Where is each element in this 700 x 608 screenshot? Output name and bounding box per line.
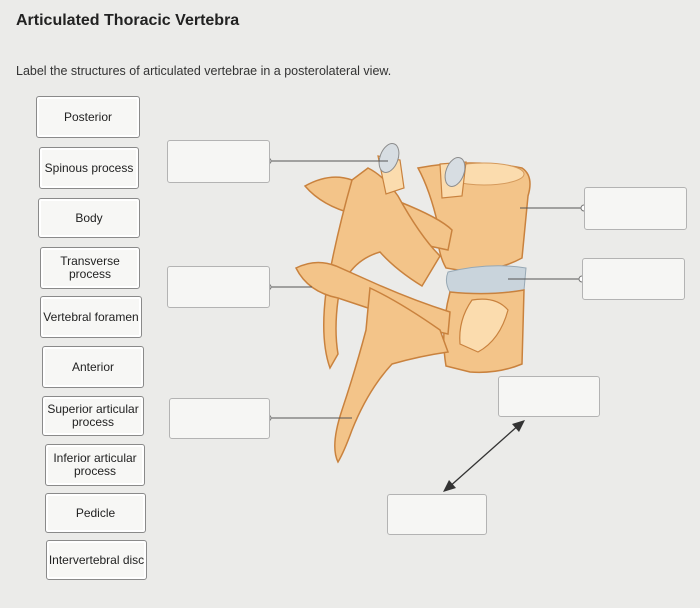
upper-left-facet-surface <box>378 143 400 173</box>
label-chip-posterior[interactable]: Posterior <box>36 96 140 138</box>
instructions-text: Label the structures of articulated vert… <box>16 64 392 78</box>
lower-inferior-articular-process <box>459 298 509 353</box>
label-chip-transverse-process[interactable]: Transverse process <box>40 247 140 289</box>
direction-arrowhead-bottom <box>443 480 456 492</box>
drop-target-left-top[interactable] <box>167 140 270 183</box>
direction-arrow-line <box>447 423 521 489</box>
lower-spinous-process <box>334 286 450 464</box>
drop-target-direction-top[interactable] <box>498 376 600 417</box>
label-chip-superior-articular-process[interactable]: Superior articular process <box>42 396 144 436</box>
label-chip-intervertebral-disc[interactable]: Intervertebral disc <box>46 540 147 580</box>
drop-target-left-bottom[interactable] <box>169 398 270 439</box>
direction-arrowhead-top <box>512 420 525 432</box>
label-chip-vertebral-foramen[interactable]: Vertebral foramen <box>40 296 142 338</box>
drop-target-direction-bottom[interactable] <box>387 494 487 535</box>
drop-target-right-middle[interactable] <box>582 258 685 300</box>
label-chip-body[interactable]: Body <box>38 198 140 238</box>
intervertebral-disc-shape <box>445 265 527 295</box>
drop-target-right-top[interactable] <box>584 187 687 230</box>
upper-right-facet-surface <box>444 157 466 187</box>
label-chip-inferior-articular-process[interactable]: Inferior articular process <box>45 444 145 486</box>
page-title: Articulated Thoracic Vertebra <box>16 12 240 29</box>
label-chip-anterior[interactable]: Anterior <box>42 346 144 388</box>
drop-target-left-middle[interactable] <box>167 266 270 308</box>
label-chip-spinous-process[interactable]: Spinous process <box>39 147 139 189</box>
label-chip-pedicle[interactable]: Pedicle <box>45 493 146 533</box>
